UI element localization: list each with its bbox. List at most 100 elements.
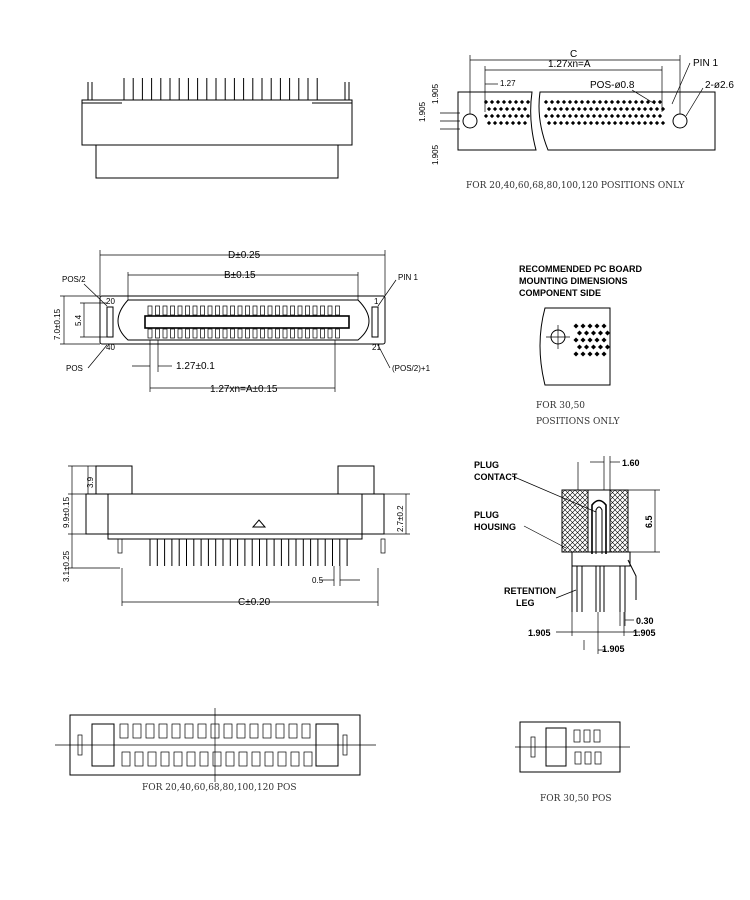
- contact-lower: [170, 328, 175, 339]
- contact-top: [158, 723, 168, 739]
- hole-dot: [600, 120, 606, 126]
- pcb-hole-dot: [594, 337, 600, 343]
- contact-lower: [237, 328, 243, 339]
- contact-top: [275, 723, 285, 739]
- hole-dot: [519, 113, 525, 119]
- hole-dot: [579, 99, 585, 105]
- pcb-hole-dot: [587, 351, 593, 357]
- contact-top: [249, 723, 259, 739]
- hole-dot: [660, 120, 666, 126]
- contact-upper: [320, 305, 325, 316]
- hole-dot: [570, 120, 576, 126]
- bottom-left-contact-rows: [119, 723, 313, 767]
- contact-upper: [192, 305, 198, 316]
- contact-lower: [282, 328, 288, 339]
- hole-dot: [606, 106, 612, 112]
- top-left-side-view: [81, 78, 353, 179]
- hole-dot: [519, 99, 525, 105]
- hole-dot: [489, 99, 495, 105]
- hole-dot: [609, 113, 615, 119]
- bottom-left-top-view: FOR 20,40,60,68,80,100,120 POS: [55, 708, 376, 793]
- dim-height-label: 7.0±0.15: [53, 308, 62, 340]
- hole-dot: [591, 99, 597, 105]
- pcb-title-line2: MOUNTING DIMENSIONS: [519, 276, 628, 286]
- pcb-hole-dot: [583, 344, 590, 350]
- dim-a-label: 1.27xn=A: [548, 59, 591, 70]
- contact-top: [593, 729, 601, 743]
- contact-bottom: [238, 751, 248, 767]
- pos-label: POS: [66, 364, 83, 373]
- pcb-hole-dot: [601, 323, 607, 329]
- hole-dot: [645, 113, 651, 119]
- dim-inner-label: 5.4: [74, 314, 83, 326]
- pcb-title-line3: COMPONENT SIDE: [519, 288, 601, 298]
- plug-housing-line1: PLUG: [474, 510, 499, 520]
- hole-dot: [597, 99, 603, 105]
- hole-dot: [618, 120, 624, 126]
- hole-dot: [558, 106, 564, 112]
- contact-lower: [222, 328, 228, 339]
- hole-dot: [504, 106, 510, 112]
- hole-dot: [603, 99, 609, 105]
- pcb-hole-dot: [604, 344, 611, 350]
- contact-lower: [327, 328, 333, 339]
- dim-a-front-label: 1.27xn=A±0.15: [210, 384, 278, 395]
- hole-dot: [624, 106, 630, 112]
- hole-dot: [594, 120, 600, 126]
- hole-dot: [585, 113, 591, 119]
- hole-dot: [639, 113, 645, 119]
- dim-1905-right: 1.905: [633, 628, 656, 638]
- hole-dot: [597, 113, 603, 119]
- hole-dot: [615, 113, 621, 119]
- pcb-hole-dot: [594, 323, 600, 329]
- hole-dot: [543, 99, 549, 105]
- section-view: 1.60 6.5 PLUG CONTACT PLUG HOUSING RETEN…: [474, 456, 660, 654]
- contact-lower: [267, 328, 273, 339]
- pcb-hole-dot: [587, 337, 593, 343]
- hole-dot: [567, 99, 573, 105]
- contact-lower: [245, 328, 250, 339]
- hole-dot: [621, 99, 627, 105]
- hole-dot: [570, 106, 576, 112]
- hole-dot: [513, 99, 519, 105]
- contact-bottom: [147, 751, 157, 767]
- plug-housing-line2: HOUSING: [474, 522, 516, 532]
- contact-bottom: [173, 751, 183, 767]
- contact-top: [210, 723, 220, 739]
- hole-dot: [555, 99, 561, 105]
- pcb-recommended: RECOMMENDED PC BOARD MOUNTING DIMENSIONS…: [519, 264, 643, 427]
- hole-dot: [507, 99, 513, 105]
- hole-dot: [612, 106, 618, 112]
- dim-c-label: C: [570, 49, 577, 60]
- hole-dot: [525, 99, 531, 105]
- hole-dot: [660, 106, 666, 112]
- contact-upper: [260, 305, 265, 316]
- hole-dot: [579, 113, 585, 119]
- hole-dot: [639, 99, 645, 105]
- hole-dot: [546, 120, 552, 126]
- plug-contact-line2: CONTACT: [474, 472, 518, 482]
- hole-dot: [642, 106, 648, 112]
- hole-dot: [627, 113, 633, 119]
- hole-dot: [498, 106, 504, 112]
- hole-dot: [609, 99, 615, 105]
- contact-upper: [327, 305, 333, 316]
- hole-dot: [492, 106, 498, 112]
- bottom-right-top-view: FOR 30,50 POS: [515, 721, 630, 804]
- pcb-hole-dot: [601, 351, 607, 357]
- contact-bottom: [225, 751, 235, 767]
- hole-dot: [549, 99, 555, 105]
- hole-dot: [615, 99, 621, 105]
- contact-bottom: [264, 751, 274, 767]
- contact-bottom: [186, 751, 196, 767]
- hole-dot: [582, 120, 588, 126]
- plug-contact-line1: PLUG: [474, 460, 499, 470]
- dim-1905-left: 1.905: [528, 628, 551, 638]
- dim-160-label: 1.60: [622, 458, 640, 468]
- contact-lower: [155, 328, 160, 339]
- hole-dot: [549, 113, 555, 119]
- hole-dot: [633, 113, 639, 119]
- contact-bottom: [594, 751, 602, 765]
- contact-upper: [282, 305, 288, 316]
- pcb-hole-dot: [580, 323, 586, 329]
